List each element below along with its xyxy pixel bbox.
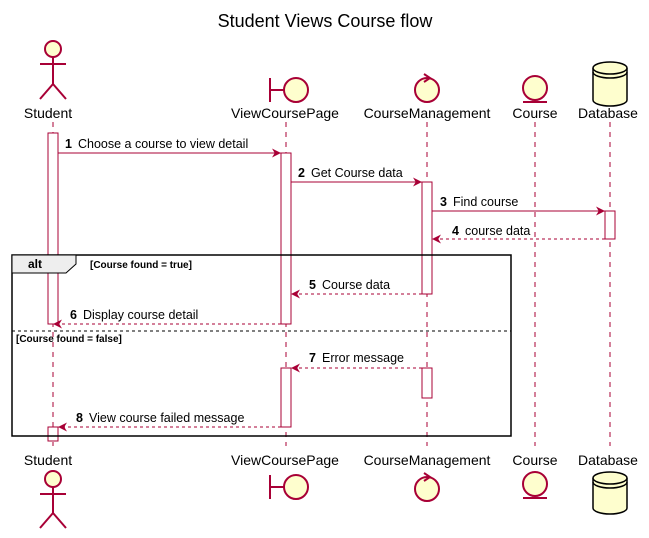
- participants-bottom: Student ViewCoursePage CourseManagement …: [24, 452, 638, 529]
- message-8-number: 8: [76, 411, 83, 425]
- message-7-number: 7: [309, 351, 316, 365]
- control-icon-bottom: [414, 472, 440, 502]
- actor-student-icon: [39, 40, 67, 100]
- participant-database-name-bottom: Database: [578, 452, 638, 468]
- message-1-number: 1: [65, 137, 72, 151]
- activation-student-2: [47, 426, 59, 442]
- control-icon: [414, 73, 440, 103]
- alt-frame: [11, 254, 512, 437]
- participant-coursemanagement-name-top: CourseManagement: [364, 105, 491, 121]
- message-3-label: Find course: [453, 195, 518, 209]
- message-2-label: Get Course data: [311, 166, 403, 180]
- diagram-title: Student Views Course flow: [218, 11, 434, 31]
- message-4-label: course data: [465, 224, 530, 238]
- participant-viewcoursepage-name-bottom: ViewCoursePage: [231, 452, 339, 468]
- alt-guard-false: [Course found = false]: [16, 334, 122, 345]
- database-icon: [592, 61, 628, 107]
- activation-database: [604, 210, 616, 240]
- message-2-number: 2: [298, 166, 305, 180]
- message-5-label: Course data: [322, 278, 390, 292]
- boundary-icon-bottom: [269, 474, 309, 500]
- message-1-label: Choose a course to view detail: [78, 137, 248, 151]
- message-5-number: 5: [309, 278, 316, 292]
- participant-course-name-top: Course: [512, 105, 557, 121]
- participant-viewcoursepage-name-top: ViewCoursePage: [231, 105, 339, 121]
- boundary-icon: [269, 77, 309, 103]
- entity-icon-bottom: [522, 471, 548, 499]
- participant-student-name-top: Student: [24, 105, 72, 121]
- alt-label: alt: [28, 257, 42, 271]
- activation-student-1: [47, 132, 59, 325]
- messages: 1 Choose a course to view detail 2 Get C…: [53, 137, 605, 432]
- participant-course-name-bottom: Course: [512, 452, 557, 468]
- message-6-label: Display course detail: [83, 308, 198, 322]
- alt-guard-true: [Course found = true]: [90, 260, 192, 271]
- participant-coursemanagement-name-bottom: CourseManagement: [364, 452, 491, 468]
- actor-student-icon-bottom: [39, 470, 67, 529]
- activation-coursemanagement-2: [421, 367, 433, 399]
- message-8-label: View course failed message: [89, 411, 244, 425]
- message-3-number: 3: [440, 195, 447, 209]
- activation-viewcoursepage-2: [280, 367, 292, 428]
- participant-student-name-bottom: Student: [24, 452, 72, 468]
- participants-top: Student ViewCoursePage CourseManagement …: [24, 40, 638, 121]
- participant-database-name-top: Database: [578, 105, 638, 121]
- activation-viewcoursepage-1: [280, 152, 292, 325]
- entity-icon: [522, 75, 548, 103]
- database-icon-bottom: [592, 471, 628, 515]
- message-6-number: 6: [70, 308, 77, 322]
- message-4-number: 4: [452, 224, 459, 238]
- alt-fragment: alt [Course found = true] [Course found …: [11, 254, 512, 437]
- alt-tab: [11, 254, 77, 274]
- message-7-label: Error message: [322, 351, 404, 365]
- activation-coursemanagement-1: [421, 181, 433, 295]
